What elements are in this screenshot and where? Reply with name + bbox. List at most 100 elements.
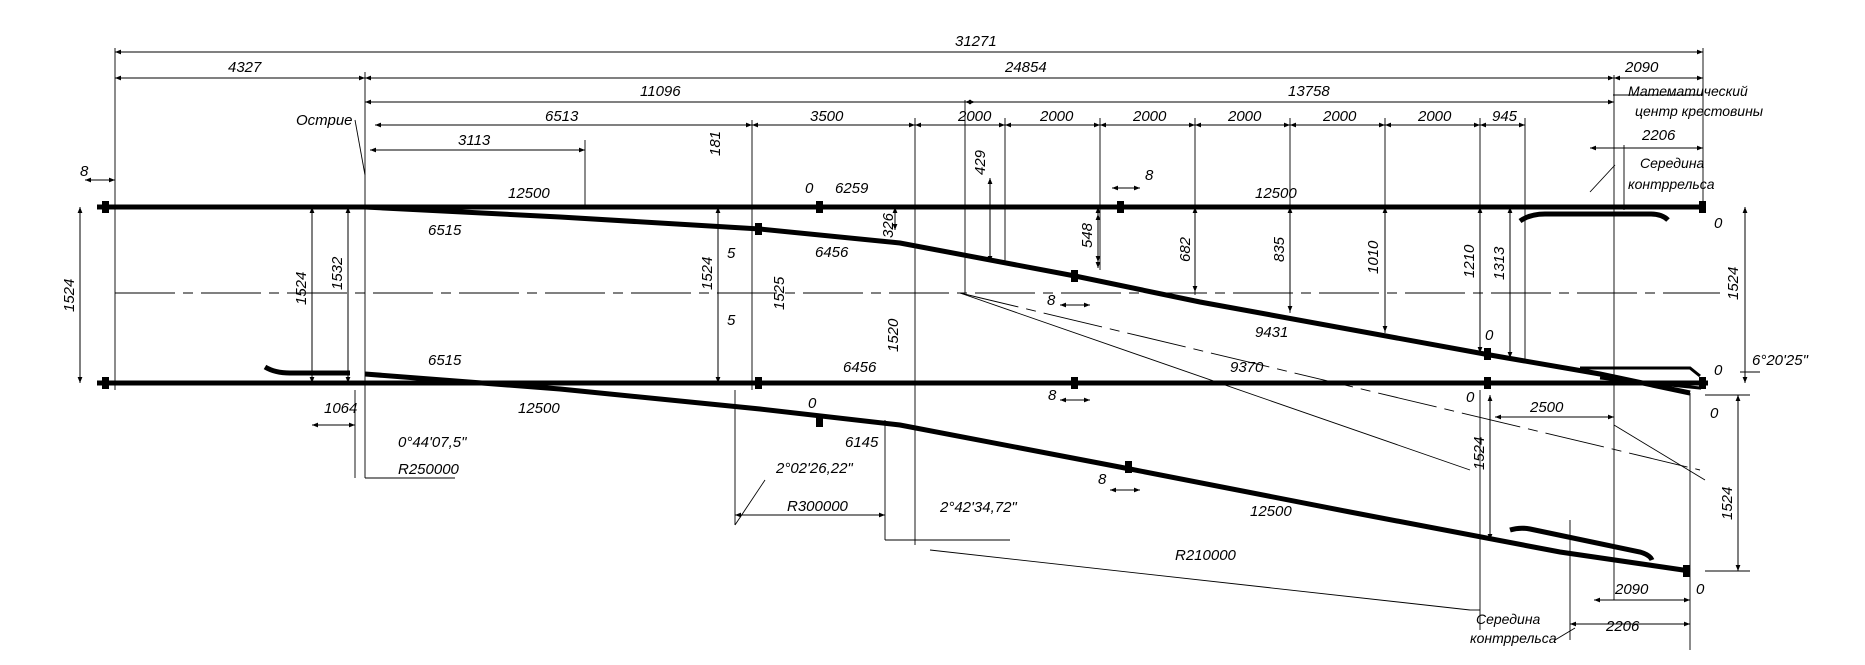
- label-0-a: 0: [805, 180, 814, 197]
- label-angle-right: 6°20'25": [1752, 352, 1809, 369]
- joint: [1484, 348, 1491, 360]
- label-326: 326: [880, 212, 897, 238]
- label-r210000: R210000: [1175, 547, 1237, 564]
- joint: [816, 201, 823, 213]
- label-angle-3: 2°42'34,72": [939, 499, 1017, 516]
- label-2206-bot: 2206: [1605, 618, 1640, 635]
- label-548: 548: [1079, 222, 1096, 248]
- label-6515-top: 6515: [428, 222, 462, 239]
- label-181: 181: [707, 131, 724, 156]
- label-0-bottom: 0: [1696, 581, 1705, 598]
- dimension-labels: 31271 4327 24854 2090 11096 13758 Матема…: [61, 33, 1809, 646]
- label-1524-far: 1524: [1719, 487, 1736, 520]
- label-2000-a: 2000: [957, 108, 992, 125]
- label-6145: 6145: [845, 434, 879, 451]
- label-1532: 1532: [329, 256, 346, 290]
- label-0-rightmid: 0: [1714, 362, 1723, 379]
- joint: [816, 415, 823, 427]
- dimension-lines: [77, 49, 1760, 641]
- label-12500-top-right: 12500: [1255, 185, 1297, 202]
- label-12500-bot-right: 12500: [1250, 503, 1292, 520]
- diverging-centerline: [959, 292, 1701, 471]
- label-8-mid: 8: [1047, 292, 1056, 309]
- label-13758: 13758: [1288, 83, 1330, 100]
- label-2000-d: 2000: [1227, 108, 1262, 125]
- label-9431: 9431: [1255, 324, 1288, 341]
- label-1520: 1520: [885, 318, 902, 352]
- joint: [1125, 461, 1132, 473]
- label-9370: 9370: [1230, 359, 1264, 376]
- label-8-left: 8: [80, 163, 89, 180]
- label-ostrie: Острие: [296, 112, 353, 129]
- label-945: 945: [1492, 108, 1518, 125]
- label-6456-bot: 6456: [843, 359, 877, 376]
- label-835: 835: [1271, 236, 1288, 262]
- label-2000-e: 2000: [1322, 108, 1357, 125]
- guard-rail-bottom: [1509, 525, 1655, 562]
- label-4327: 4327: [228, 59, 262, 76]
- label-r300000: R300000: [787, 498, 849, 515]
- label-8-top: 8: [1145, 167, 1154, 184]
- diverging-rail-lower: [364, 371, 1691, 574]
- joint: [1117, 201, 1124, 213]
- label-0-right-top: 0: [1714, 215, 1723, 232]
- joint: [1683, 565, 1690, 577]
- label-seredina-bot-1: Середина: [1476, 611, 1541, 627]
- label-1064: 1064: [324, 400, 357, 417]
- label-0-b: 0: [808, 395, 817, 412]
- joint: [755, 223, 762, 235]
- guard-rail-left: [263, 364, 350, 376]
- joint: [1484, 377, 1491, 389]
- label-1524-b: 1524: [293, 272, 310, 305]
- label-3500: 3500: [810, 108, 844, 125]
- label-8-low: 8: [1048, 387, 1057, 404]
- label-1210: 1210: [1461, 244, 1478, 278]
- diverging-rail-upper: [364, 204, 1691, 396]
- label-12500-top-left: 12500: [508, 185, 550, 202]
- label-11096: 11096: [640, 83, 681, 100]
- label-1524-left: 1524: [61, 279, 78, 312]
- joint: [1699, 201, 1706, 213]
- label-12500-bot-left: 12500: [518, 400, 560, 417]
- label-2090-bot: 2090: [1614, 581, 1649, 598]
- label-1524-lower: 1524: [1471, 437, 1488, 470]
- rails: [97, 201, 1708, 577]
- label-8-bottom: 8: [1098, 471, 1107, 488]
- label-seredina-top-2: контррельса: [1628, 176, 1715, 192]
- label-6513: 6513: [545, 108, 579, 125]
- label-429: 429: [972, 149, 989, 175]
- joint: [1699, 377, 1706, 389]
- joint: [1071, 377, 1078, 389]
- label-1313: 1313: [1491, 246, 1508, 280]
- label-math-center-2: центр крестовины: [1635, 103, 1764, 119]
- label-1524-right: 1524: [1725, 267, 1742, 300]
- joint: [1071, 270, 1078, 282]
- joint: [755, 377, 762, 389]
- wing-rail: [1580, 366, 1701, 378]
- joint: [102, 201, 109, 213]
- label-0-low: 0: [1466, 389, 1475, 406]
- label-3113: 3113: [458, 132, 491, 149]
- guard-rail-top: [1518, 211, 1670, 224]
- label-2500: 2500: [1529, 399, 1564, 416]
- label-6259: 6259: [835, 180, 869, 197]
- label-682: 682: [1177, 236, 1194, 262]
- extension-lines: [114, 48, 1750, 650]
- label-1525: 1525: [771, 276, 788, 310]
- label-2000-f: 2000: [1417, 108, 1452, 125]
- label-2090-top: 2090: [1624, 59, 1659, 76]
- label-seredina-bot-2: контррельса: [1470, 630, 1557, 646]
- label-0-mid: 0: [1485, 327, 1494, 344]
- label-6456-top: 6456: [815, 244, 849, 261]
- label-5-b: 5: [727, 312, 736, 329]
- label-seredina-top-1: Середина: [1640, 155, 1705, 171]
- label-6515-bot: 6515: [428, 352, 462, 369]
- label-31271: 31271: [955, 33, 997, 50]
- label-2000-c: 2000: [1132, 108, 1167, 125]
- joint: [102, 377, 109, 389]
- label-5-a: 5: [727, 245, 736, 262]
- label-2000-b: 2000: [1039, 108, 1074, 125]
- label-2206-top: 2206: [1641, 127, 1676, 144]
- label-1524-c: 1524: [699, 257, 716, 290]
